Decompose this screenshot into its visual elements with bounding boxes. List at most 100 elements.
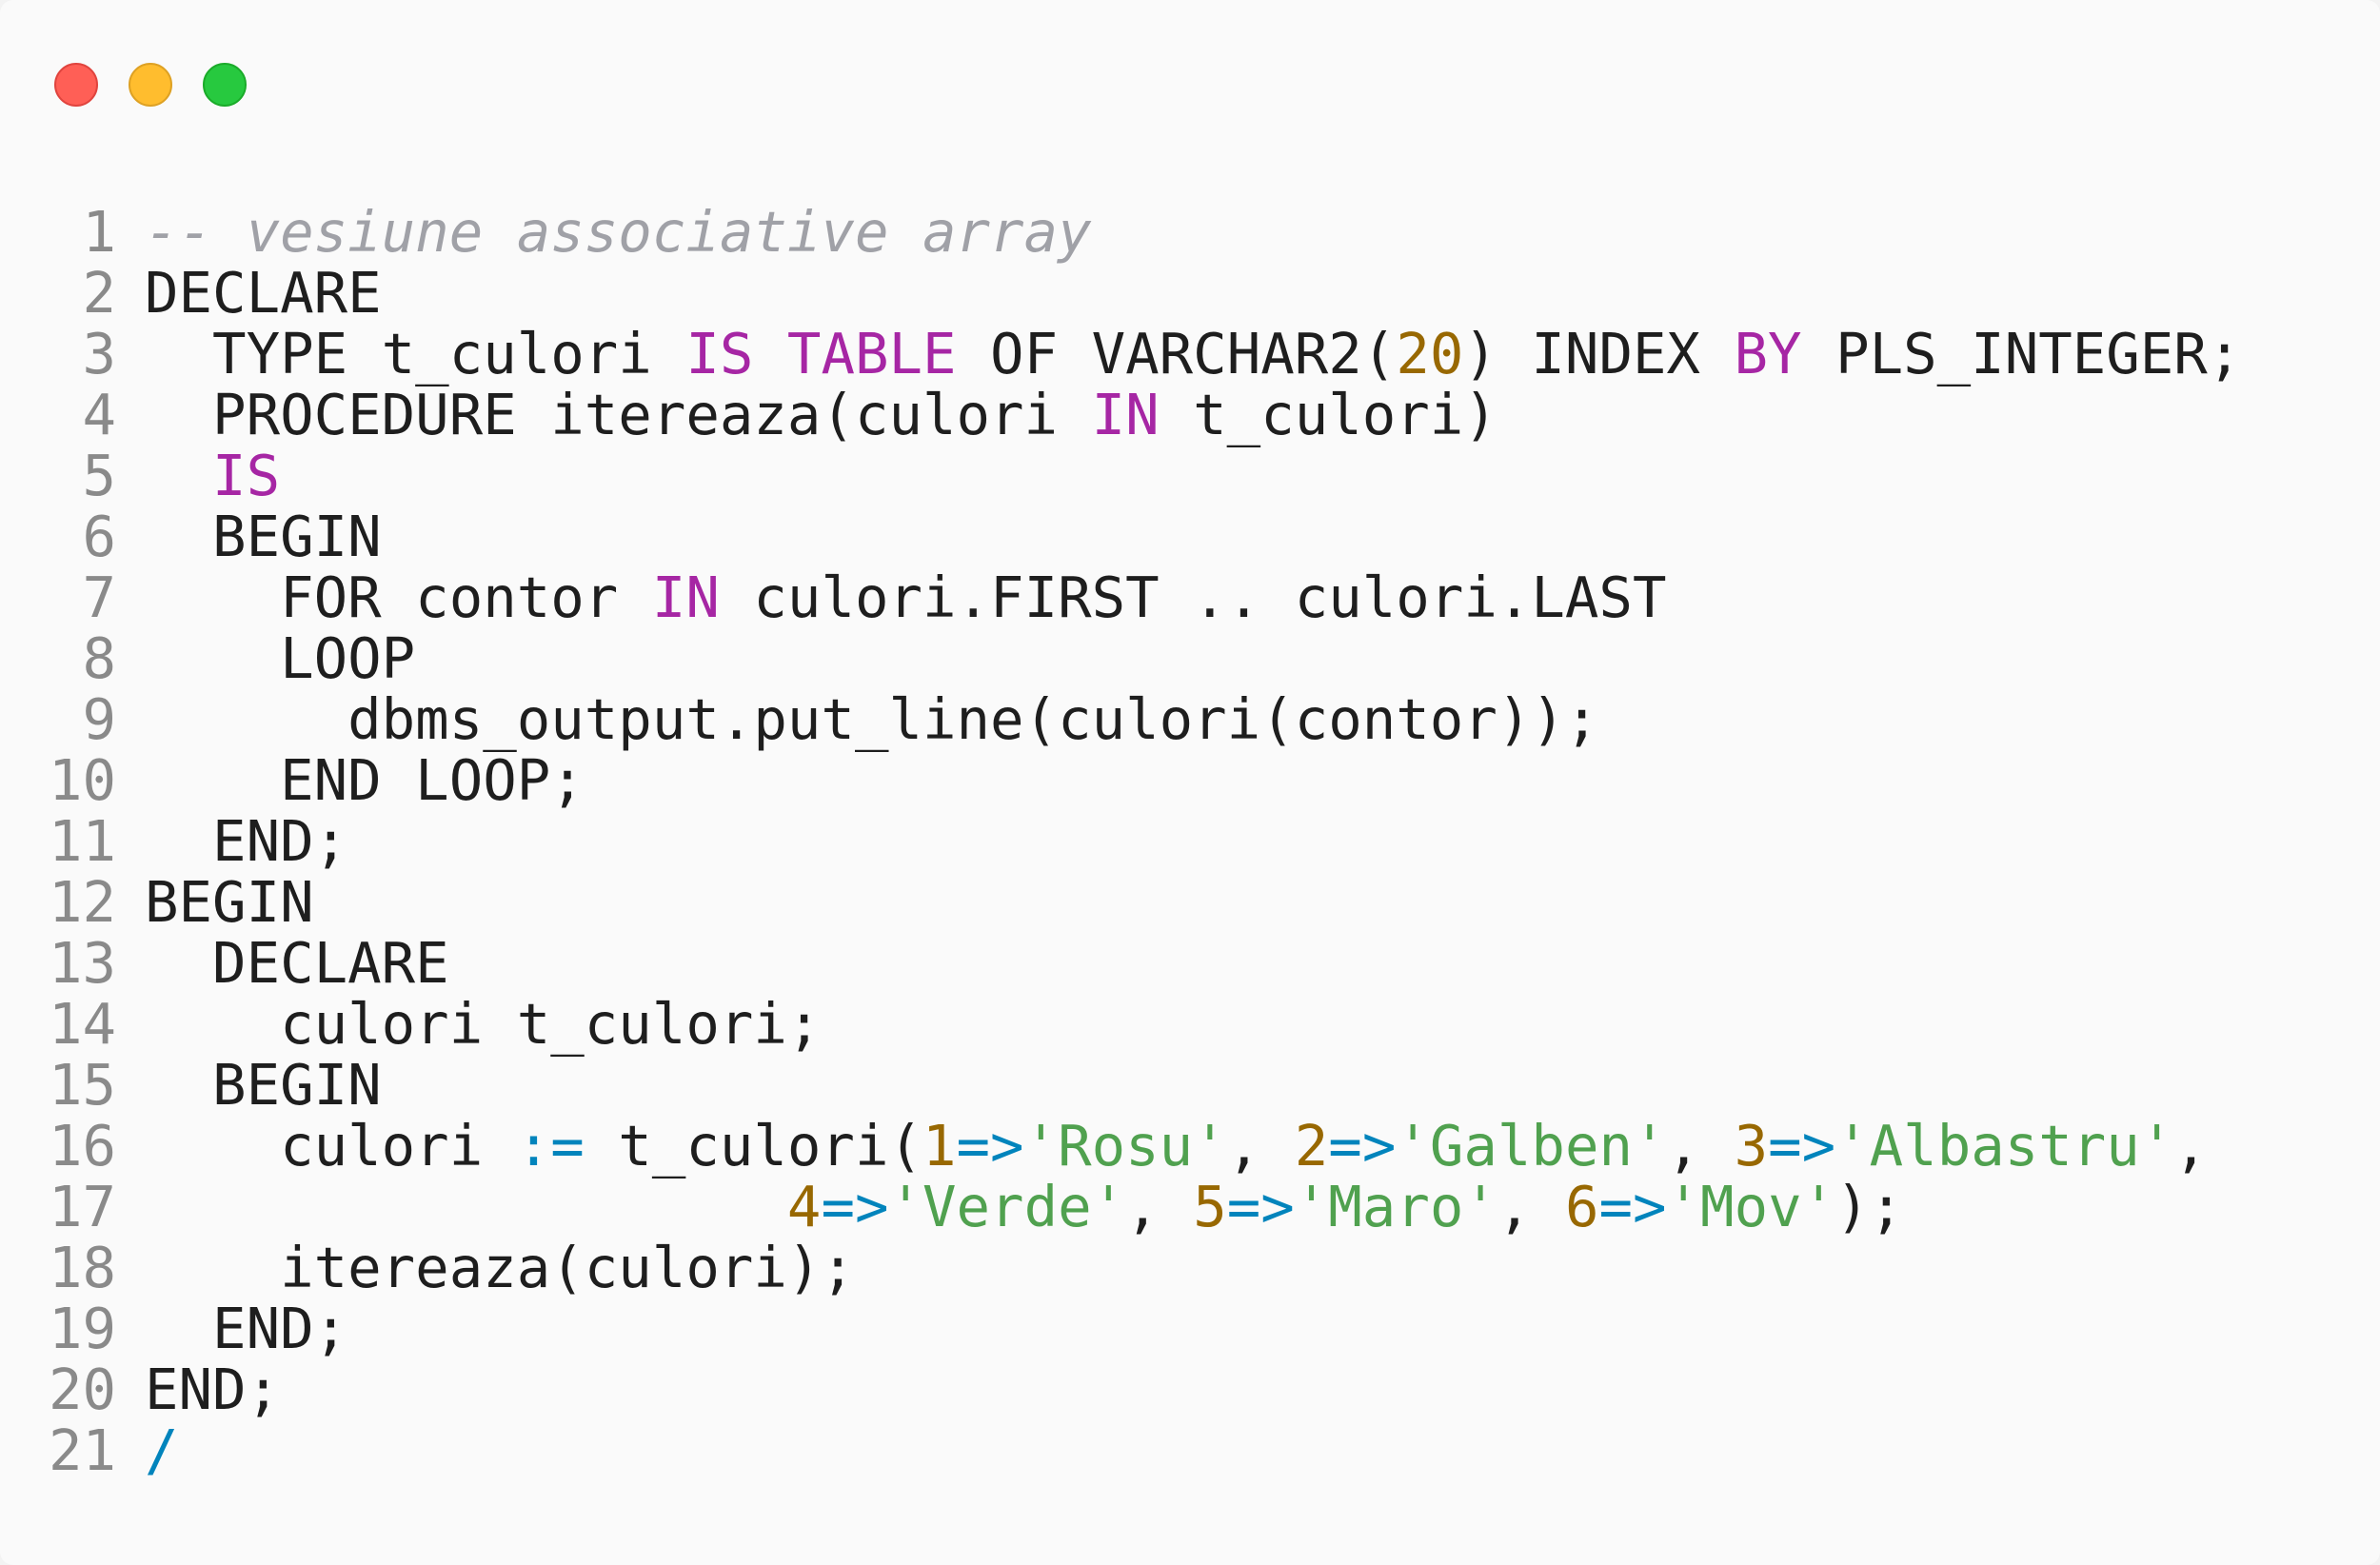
code-text: DECLARE [145, 933, 449, 994]
code-token [145, 443, 212, 508]
line-number: 21 [48, 1417, 116, 1483]
code-text: END; [145, 811, 347, 872]
code-token: LOOP [145, 625, 416, 691]
code-text: dbms_output.put_line(culori(contor)); [145, 689, 1598, 750]
line-number: 16 [48, 1113, 116, 1179]
code-token: => [1768, 1113, 1836, 1179]
code-token: , [1226, 1113, 1295, 1179]
code-token: 3 [1734, 1113, 1769, 1179]
code-token: 1 [922, 1113, 957, 1179]
code-token: 'Verde' [888, 1174, 1126, 1239]
code-text: DECLARE [145, 263, 382, 324]
line-number: 6 [82, 504, 116, 569]
code-text: 4=>'Verde', 5=>'Maro', 6=>'Mov'); [145, 1177, 1903, 1238]
line-number: 10 [48, 747, 116, 813]
code-token: / [145, 1417, 179, 1483]
line-number: 15 [48, 1052, 116, 1118]
line-number: 13 [48, 930, 116, 996]
code-token: => [1328, 1113, 1397, 1179]
line-number: 1 [82, 199, 116, 265]
code-token: BEGIN [145, 1052, 382, 1118]
code-line: 5 IS [0, 446, 2241, 506]
code-token: 20 [1396, 321, 1464, 386]
line-number: 11 [48, 808, 116, 874]
minimize-button[interactable] [129, 63, 172, 107]
line-number: 2 [82, 260, 116, 326]
code-text: TYPE t_culori IS TABLE OF VARCHAR2(20) I… [145, 324, 2241, 385]
code-token: 'Galben' [1396, 1113, 1667, 1179]
code-token: => [1598, 1174, 1667, 1239]
code-token: 'Mov' [1666, 1174, 1836, 1239]
code-text: BEGIN [145, 1055, 382, 1116]
code-token: PLS_INTEGER; [1801, 321, 2242, 386]
code-token: FOR contor [145, 565, 652, 630]
code-line: 1 -- vesiune associative array [0, 202, 2241, 263]
code-token: 4 [786, 1174, 822, 1239]
code-token: 'Rosu' [1023, 1113, 1227, 1179]
code-text: PROCEDURE itereaza(culori IN t_culori) [145, 385, 1497, 446]
code-token: PROCEDURE itereaza(culori [145, 382, 1092, 447]
code-text: END; [145, 1359, 280, 1420]
code-token: t_culori( [584, 1113, 922, 1179]
code-line: 6 BEGIN [0, 506, 2241, 567]
code-token: 6 [1564, 1174, 1599, 1239]
code-token: , [1666, 1113, 1735, 1179]
code-line: 16 culori := t_culori(1=>'Rosu', 2=>'Gal… [0, 1116, 2241, 1177]
line-number: 5 [82, 443, 116, 508]
code-token: => [1226, 1174, 1295, 1239]
code-token: DECLARE [145, 930, 449, 996]
code-text: LOOP [145, 628, 415, 689]
code-token: , [1497, 1174, 1565, 1239]
code-text: itereaza(culori); [145, 1238, 855, 1298]
code-token: IN [1091, 382, 1160, 447]
code-token: 'Maro' [1294, 1174, 1497, 1239]
code-token: END; [145, 1296, 348, 1361]
code-line: 8 LOOP [0, 628, 2241, 689]
code-line: 9 dbms_output.put_line(culori(contor)); [0, 689, 2241, 750]
line-number: 17 [48, 1174, 116, 1239]
code-line: 7 FOR contor IN culori.FIRST .. culori.L… [0, 567, 2241, 628]
line-number: 4 [82, 382, 116, 447]
code-token: ); [1835, 1174, 1904, 1239]
line-number: 9 [82, 686, 116, 752]
code-token: ) INDEX [1463, 321, 1735, 386]
code-line: 10 END LOOP; [0, 750, 2241, 811]
code-token: culori [145, 1113, 517, 1179]
code-token: , [1125, 1174, 1194, 1239]
code-token: 5 [1193, 1174, 1227, 1239]
code-text: IS [145, 446, 280, 506]
code-line: 14 culori t_culori; [0, 994, 2241, 1055]
code-text: FOR contor IN culori.FIRST .. culori.LAS… [145, 567, 1666, 628]
code-text: -- vesiune associative array [145, 202, 1092, 263]
code-line: 3 TYPE t_culori IS TABLE OF VARCHAR2(20)… [0, 324, 2241, 385]
code-token: 'Albastru' [1835, 1113, 2174, 1179]
line-number: 12 [48, 869, 116, 935]
code-token: END; [145, 1357, 281, 1422]
code-token: t_culori) [1159, 382, 1497, 447]
code-token: OF VARCHAR2( [956, 321, 1397, 386]
code-token: BEGIN [145, 504, 382, 569]
code-line: 17 4=>'Verde', 5=>'Maro', 6=>'Mov'); [0, 1177, 2241, 1238]
code-line: 4 PROCEDURE itereaza(culori IN t_culori) [0, 385, 2241, 446]
code-text: END LOOP; [145, 750, 585, 811]
line-number: 7 [82, 565, 116, 630]
close-button[interactable] [54, 63, 98, 107]
code-token [753, 321, 787, 386]
code-line: 18 itereaza(culori); [0, 1238, 2241, 1298]
line-number: 8 [82, 625, 116, 691]
maximize-button[interactable] [203, 63, 247, 107]
line-number: 14 [48, 991, 116, 1057]
code-text: BEGIN [145, 506, 382, 567]
code-token: IS [212, 443, 281, 508]
code-token: -- vesiune associative array [145, 199, 1092, 265]
code-text: culori t_culori; [145, 994, 821, 1055]
code-line: 2 DECLARE [0, 263, 2241, 324]
code-line: 11 END; [0, 811, 2241, 872]
line-number: 19 [48, 1296, 116, 1361]
code-token [145, 1174, 787, 1239]
code-text: END; [145, 1298, 347, 1359]
code-line: 13 DECLARE [0, 933, 2241, 994]
